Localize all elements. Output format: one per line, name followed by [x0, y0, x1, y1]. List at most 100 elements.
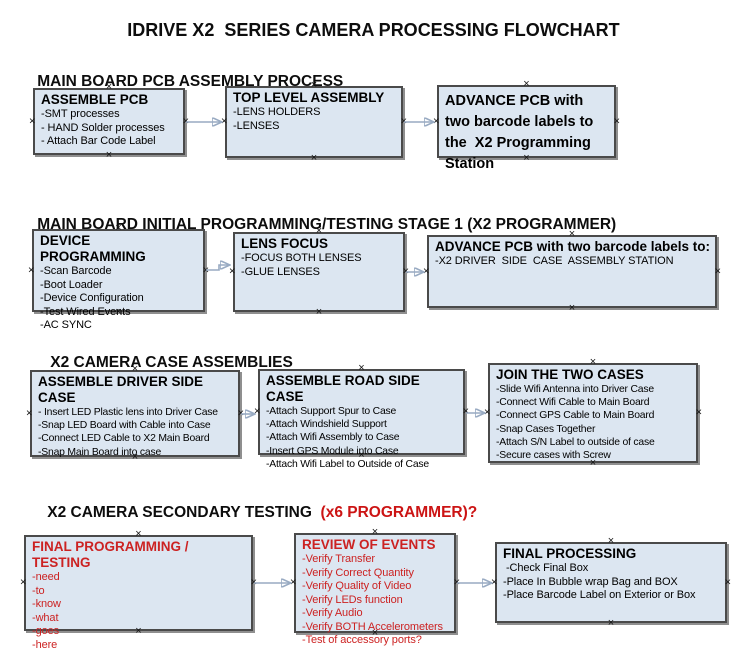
box-title: DEVICE PROGRAMMING [40, 233, 146, 264]
anchor-x-icon: × [115, 222, 122, 234]
flow-box-final-processing[interactable]: × × × × FINAL PROCESSING -Check Final Bo… [491, 536, 731, 629]
box-line: -what [32, 611, 59, 624]
box-title: TOP LEVEL ASSEMBLY [233, 90, 385, 105]
anchor-x-icon: × [402, 265, 409, 278]
anchor-x-icon: × [315, 306, 323, 318]
anchor-x-icon: × [310, 152, 318, 164]
anchor-x-icon: × [371, 627, 379, 639]
flow-box-join-the-two-cases[interactable]: × × × × JOIN THE TWO CASES -Slide Wifi A… [484, 357, 702, 469]
box-line: -Device Configuration [40, 292, 144, 304]
box-title: FINAL PROGRAMMING / TESTING [32, 539, 193, 570]
box-line: -Snap Main Board into case [38, 446, 162, 458]
anchor-x-icon: × [523, 152, 530, 164]
box-line: -Place In Bubble wrap Bag and BOX [503, 575, 678, 588]
box-line: -Test Wired Events [40, 305, 131, 318]
anchor-x-icon: × [115, 306, 122, 318]
anchor-x-icon: × [358, 449, 365, 461]
box-line: -need [32, 571, 60, 583]
anchor-x-icon: × [589, 457, 597, 469]
anchor-x-icon: × [462, 405, 469, 418]
box-line: -Verify Correct Quantity [302, 566, 414, 579]
box-title: ASSEMBLE ROAD SIDE CASE [266, 373, 424, 404]
anchor-x-icon: × [29, 115, 36, 127]
flow-box-final-programming-testing[interactable]: × × × × FINAL PROGRAMMING / TESTING -nee… [20, 529, 257, 651]
box-line: -know [32, 598, 61, 610]
anchor-x-icon: × [237, 407, 244, 419]
box-line: -Connect GPS Cable to Main Board [496, 410, 655, 422]
box-line: -Connect Wifi Cable to Main Board [496, 397, 650, 409]
anchor-x-icon: × [131, 363, 139, 375]
box-line: -goes [32, 625, 60, 637]
anchor-x-icon: × [358, 362, 365, 374]
box-line: -Attach S/N Label to outside of case [496, 436, 655, 448]
box-line: -Secure cases with Screw [496, 450, 611, 462]
anchor-x-icon: × [400, 115, 407, 128]
box-line: -GLUE LENSES [241, 265, 320, 278]
box-line: -Verify Audio [302, 607, 363, 619]
anchor-x-icon: × [315, 225, 323, 237]
box-line: - Attach Bar Code Label [41, 135, 156, 147]
flow-box-lens-focus[interactable]: × × × × LENS FOCUS -FOCUS BOTH LENSES -G… [229, 226, 409, 318]
box-line: -Place Barcode Label on Exterior or Box [503, 589, 696, 601]
connector-arrow[interactable] [206, 265, 229, 271]
anchor-x-icon: × [589, 356, 597, 368]
anchor-x-icon: × [523, 78, 530, 90]
box-title: FINAL PROCESSING [503, 546, 637, 561]
anchor-x-icon: × [724, 576, 731, 588]
box-line: -here [32, 638, 58, 651]
box-title: ASSEMBLE DRIVER SIDE CASE [38, 374, 207, 405]
box-line: -Slide Wifi Antenna into Driver Case [496, 384, 654, 395]
box-title: ADVANCE PCB with two barcode labels to: [435, 239, 711, 254]
flow-box-advance-pcb-driver-side-station[interactable]: × × × × ADVANCE PCB with two barcode lab… [423, 229, 721, 314]
box-title: JOIN THE TWO CASES [496, 367, 644, 382]
anchor-x-icon: × [202, 264, 209, 276]
heading-text: X2 CAMERA SECONDARY TESTING [47, 504, 321, 521]
box-line: -X2 DRIVER SIDE CASE ASSEMBLY STATION [435, 255, 674, 267]
box-line: -Check Final Box [503, 562, 589, 574]
box-line: -Attach Windshield Support [266, 419, 387, 431]
section-heading-initial-programming: MAIN BOARD INITIAL PROGRAMMING/TESTING S… [20, 198, 616, 252]
box-line: -Scan Barcode [40, 265, 112, 277]
anchor-x-icon: × [135, 528, 142, 540]
box-line: - HAND Solder processes [41, 121, 165, 134]
anchor-x-icon: × [714, 265, 721, 277]
anchor-x-icon: × [310, 79, 318, 91]
anchor-x-icon: × [607, 535, 615, 547]
heading-suffix: (x6 PROGRAMMER)? [320, 504, 478, 521]
box-line: -Verify Transfer [302, 553, 375, 565]
anchor-x-icon: × [28, 264, 35, 276]
box-line: - Insert LED Plastic lens into Driver Ca… [38, 407, 218, 418]
anchor-x-icon: × [613, 115, 620, 127]
flow-box-assemble-road-side-case[interactable]: × × × × ASSEMBLE ROAD SIDE CASE -Attach … [254, 363, 469, 470]
section-heading-pcb-assembly: MAIN BOARD PCB ASSEMBLY PROCESS [20, 55, 343, 109]
section-heading-case-assemblies: X2 CAMERA CASE ASSEMBLIES [33, 336, 293, 390]
anchor-x-icon: × [250, 576, 257, 589]
box-title: LENS FOCUS [241, 236, 329, 251]
box-line: -Attach Wifi Assembly to Case [266, 432, 400, 444]
heading-text: X2 CAMERA CASE ASSEMBLIES [50, 354, 293, 371]
flow-box-assemble-pcb[interactable]: × × × × ASSEMBLE PCB -SMT processes - HA… [29, 82, 189, 161]
box-line: -Attach Wifi Label to Outside of Case [266, 458, 429, 470]
anchor-x-icon: × [26, 407, 33, 419]
box-line: -Test of accessory ports? [302, 634, 422, 646]
anchor-x-icon: × [131, 451, 139, 463]
flow-box-advance-pcb-programming-station[interactable]: × × × × ADVANCE PCB with two barcode lab… [433, 79, 620, 173]
anchor-x-icon: × [491, 576, 498, 588]
box-line: -Verify LEDs function [302, 593, 403, 606]
box-line: -Verify BOTH Accelerometers [302, 620, 443, 633]
flow-box-top-level-assembly[interactable]: × × × × TOP LEVEL ASSEMBLY -LENS HOLDERS… [221, 80, 407, 164]
flow-box-review-of-events[interactable]: × × × × REVIEW OF EVENTS -Verify Transfe… [290, 527, 460, 647]
page-title: IDRIVE X2 SERIES CAMERA PROCESSING FLOWC… [127, 20, 620, 40]
anchor-x-icon: × [568, 228, 576, 240]
anchor-x-icon: × [290, 576, 297, 589]
section-heading-secondary-testing: X2 CAMERA SECONDARY TESTING (x6 PROGRAMM… [30, 486, 477, 540]
anchor-x-icon: × [371, 526, 379, 538]
heading-text: MAIN BOARD PCB ASSEMBLY PROCESS [37, 73, 344, 90]
flow-box-device-programming[interactable]: × × × × DEVICE PROGRAMMING -Scan Barcode… [28, 223, 209, 332]
flow-box-assemble-driver-side-case[interactable]: × × × × ASSEMBLE DRIVER SIDE CASE - Inse… [26, 364, 244, 463]
box-line: -Snap LED Board with Cable into Case [38, 420, 211, 432]
box-line: -LENSES [233, 119, 280, 132]
box-line: -Snap Cases Together [496, 423, 596, 435]
anchor-x-icon: × [607, 617, 615, 629]
